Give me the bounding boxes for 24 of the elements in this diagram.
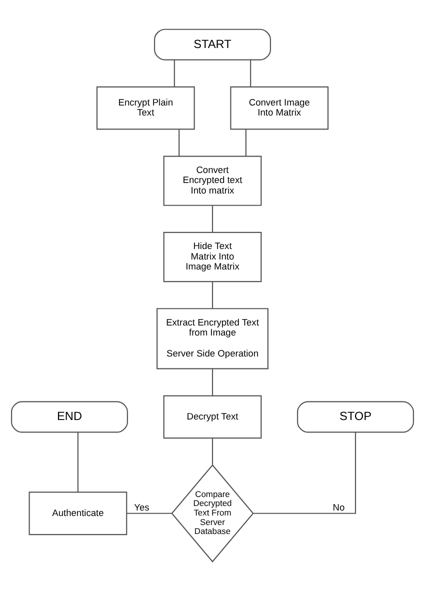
connector bbox=[250, 60, 252, 87]
connector bbox=[253, 432, 356, 514]
connector bbox=[212, 282, 214, 309]
connector bbox=[245, 130, 246, 156]
connector bbox=[212, 206, 214, 232]
edge-label: Yes bbox=[134, 502, 150, 513]
node-box: Encrypt Plain Text bbox=[96, 86, 195, 130]
connector bbox=[178, 130, 180, 156]
node-box: Hide Text Matrix Into Image Matrix bbox=[163, 232, 262, 282]
edge-label: No bbox=[332, 502, 345, 513]
node-box: Convert Encrypted text Into matrix bbox=[163, 156, 262, 206]
connector bbox=[77, 432, 78, 492]
node-box: START bbox=[154, 28, 271, 60]
connector bbox=[174, 60, 175, 87]
node-box: END bbox=[10, 401, 128, 433]
node-box: Extract Encrypted Text from Image Server Side Operation bbox=[156, 308, 268, 370]
connector bbox=[212, 438, 214, 465]
connector bbox=[212, 368, 214, 396]
node-diamond: Compare Decrypted Text From Server Database bbox=[171, 464, 254, 562]
node-box: Authenticate bbox=[28, 492, 128, 536]
connector bbox=[126, 512, 172, 514]
node-box: Decrypt Text bbox=[163, 395, 262, 439]
node-box: STOP bbox=[297, 401, 414, 433]
node-box: Convert Image Into Matrix bbox=[230, 86, 329, 130]
